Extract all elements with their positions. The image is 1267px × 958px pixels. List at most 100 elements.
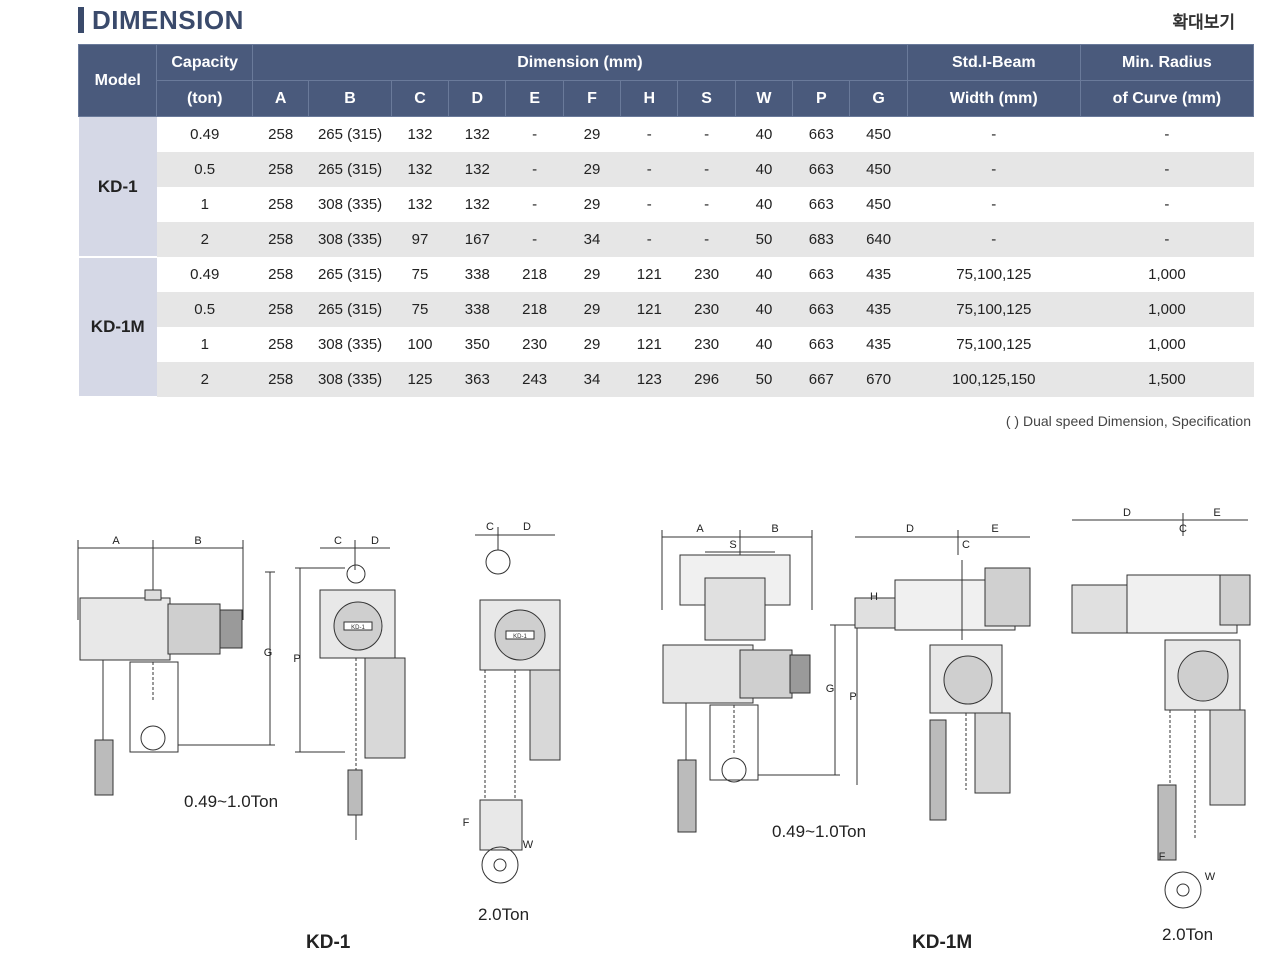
table-cell: 29	[563, 292, 621, 327]
table-cell: 121	[620, 257, 678, 292]
header-dim-a: A	[252, 80, 310, 117]
table-cell: -	[505, 222, 564, 257]
table-cell: 29	[563, 257, 621, 292]
dim-label-c: C	[334, 535, 342, 547]
table-cell: -	[505, 187, 564, 222]
header-capacity-unit: (ton)	[156, 80, 254, 117]
table-cell: 100	[391, 327, 449, 362]
table-cell: 450	[849, 116, 908, 152]
caption-kd1-model: KD-1	[306, 932, 351, 953]
table-cell: 75,100,125	[907, 327, 1081, 362]
dim-label-d-4: D	[1123, 507, 1131, 519]
kd1-small-side-view	[77, 540, 275, 796]
table-cell: 663	[792, 292, 850, 327]
table-cell: 29	[563, 152, 621, 187]
table-cell: -	[505, 116, 564, 152]
kd1-small-front-view	[295, 540, 406, 840]
table-cell: 50	[735, 222, 793, 257]
table-cell: 450	[849, 187, 908, 222]
table-cell: 0.49	[156, 257, 253, 292]
table-cell: 1,000	[1080, 257, 1254, 292]
dim-label-e-2: E	[1213, 507, 1220, 519]
table-cell: 230	[677, 292, 736, 327]
kd1m-small-front-view	[854, 530, 1031, 821]
dim-label-s: S	[729, 539, 736, 551]
table-cell: 258	[252, 292, 309, 327]
caption-kd1-large: 2.0Ton	[478, 905, 530, 924]
dim-label-f: F	[463, 817, 470, 829]
table-cell: -	[505, 152, 564, 187]
caption-kd1-small: 0.49~1.0Ton	[184, 792, 279, 811]
caption-kd1m-large: 2.0Ton	[1162, 925, 1214, 944]
dimension-table: Model Capacity Dimension (mm) Std.I-Beam…	[77, 44, 1255, 398]
table-cell: -	[677, 222, 736, 257]
header-dim-w: W	[734, 80, 794, 117]
table-cell: -	[620, 116, 678, 152]
dim-label-g: G	[264, 647, 273, 659]
table-cell: -	[1080, 222, 1254, 257]
table-cell: 40	[735, 116, 793, 152]
hoist-badge-2: KD-1	[513, 634, 527, 640]
dim-label-h: H	[870, 591, 878, 603]
table-cell: 265 (315)	[308, 152, 392, 187]
zoom-link[interactable]: 확대보기	[1172, 13, 1235, 32]
table-cell: 100,125,150	[907, 362, 1081, 397]
header-dim-g: G	[849, 80, 908, 117]
table-cell: 265 (315)	[308, 116, 392, 152]
header-dim-e: E	[505, 80, 564, 117]
table-cell: 230	[505, 327, 564, 362]
table-cell: 167	[448, 222, 506, 257]
table-cell: 218	[505, 292, 564, 327]
table-cell: 683	[792, 222, 850, 257]
kd1m-small-view	[661, 530, 862, 833]
table-cell: 132	[448, 152, 506, 187]
model-cell: KD-1	[78, 116, 157, 258]
table-cell: 663	[792, 257, 850, 292]
dim-label-w: W	[523, 839, 534, 851]
table-cell: 258	[252, 362, 309, 397]
dim-label-d-3: D	[906, 523, 914, 535]
table-cell: 132	[448, 116, 506, 152]
table-cell: -	[1080, 187, 1254, 222]
model-cell: KD-1M	[78, 257, 157, 398]
table-cell: 34	[563, 362, 621, 397]
header-dim-c: C	[390, 80, 450, 117]
table-cell: 296	[677, 362, 736, 397]
table-cell: 667	[792, 362, 850, 397]
dim-label-w-2: W	[1205, 871, 1216, 883]
table-cell: 663	[792, 187, 850, 222]
table-cell: 258	[252, 152, 309, 187]
table-cell: 40	[735, 187, 793, 222]
table-cell: 435	[849, 327, 908, 362]
header-dimension: Dimension (mm)	[252, 44, 908, 81]
table-cell: 435	[849, 257, 908, 292]
dim-label-p-2: P	[849, 691, 856, 703]
table-cell: 1,000	[1080, 327, 1254, 362]
table-cell: 75,100,125	[907, 292, 1081, 327]
dim-label-a: A	[112, 535, 120, 547]
title-accent-bar	[78, 7, 84, 33]
header-min-radius: Min. Radius	[1079, 44, 1255, 81]
table-cell: 40	[735, 152, 793, 187]
table-cell: 50	[735, 362, 793, 397]
table-cell: 350	[448, 327, 506, 362]
hoist-drawings: A B G P C D C D F W A B S G P D E C H D …	[77, 507, 1251, 909]
table-cell: 2	[156, 222, 253, 257]
header-dim-d: D	[448, 80, 507, 117]
table-cell: -	[907, 152, 1081, 187]
table-cell: -	[620, 187, 678, 222]
table-cell: 640	[849, 222, 908, 257]
table-cell: 40	[735, 327, 793, 362]
kd1-large-view	[475, 527, 561, 884]
table-cell: 258	[252, 222, 309, 257]
table-cell: 265 (315)	[308, 292, 392, 327]
table-cell: 1	[156, 327, 253, 362]
table-cell: 258	[252, 116, 309, 152]
table-cell: 265 (315)	[308, 257, 392, 292]
caption-kd1m-small: 0.49~1.0Ton	[772, 822, 867, 841]
header-model: Model	[77, 44, 158, 117]
table-cell: 308 (335)	[308, 222, 392, 257]
